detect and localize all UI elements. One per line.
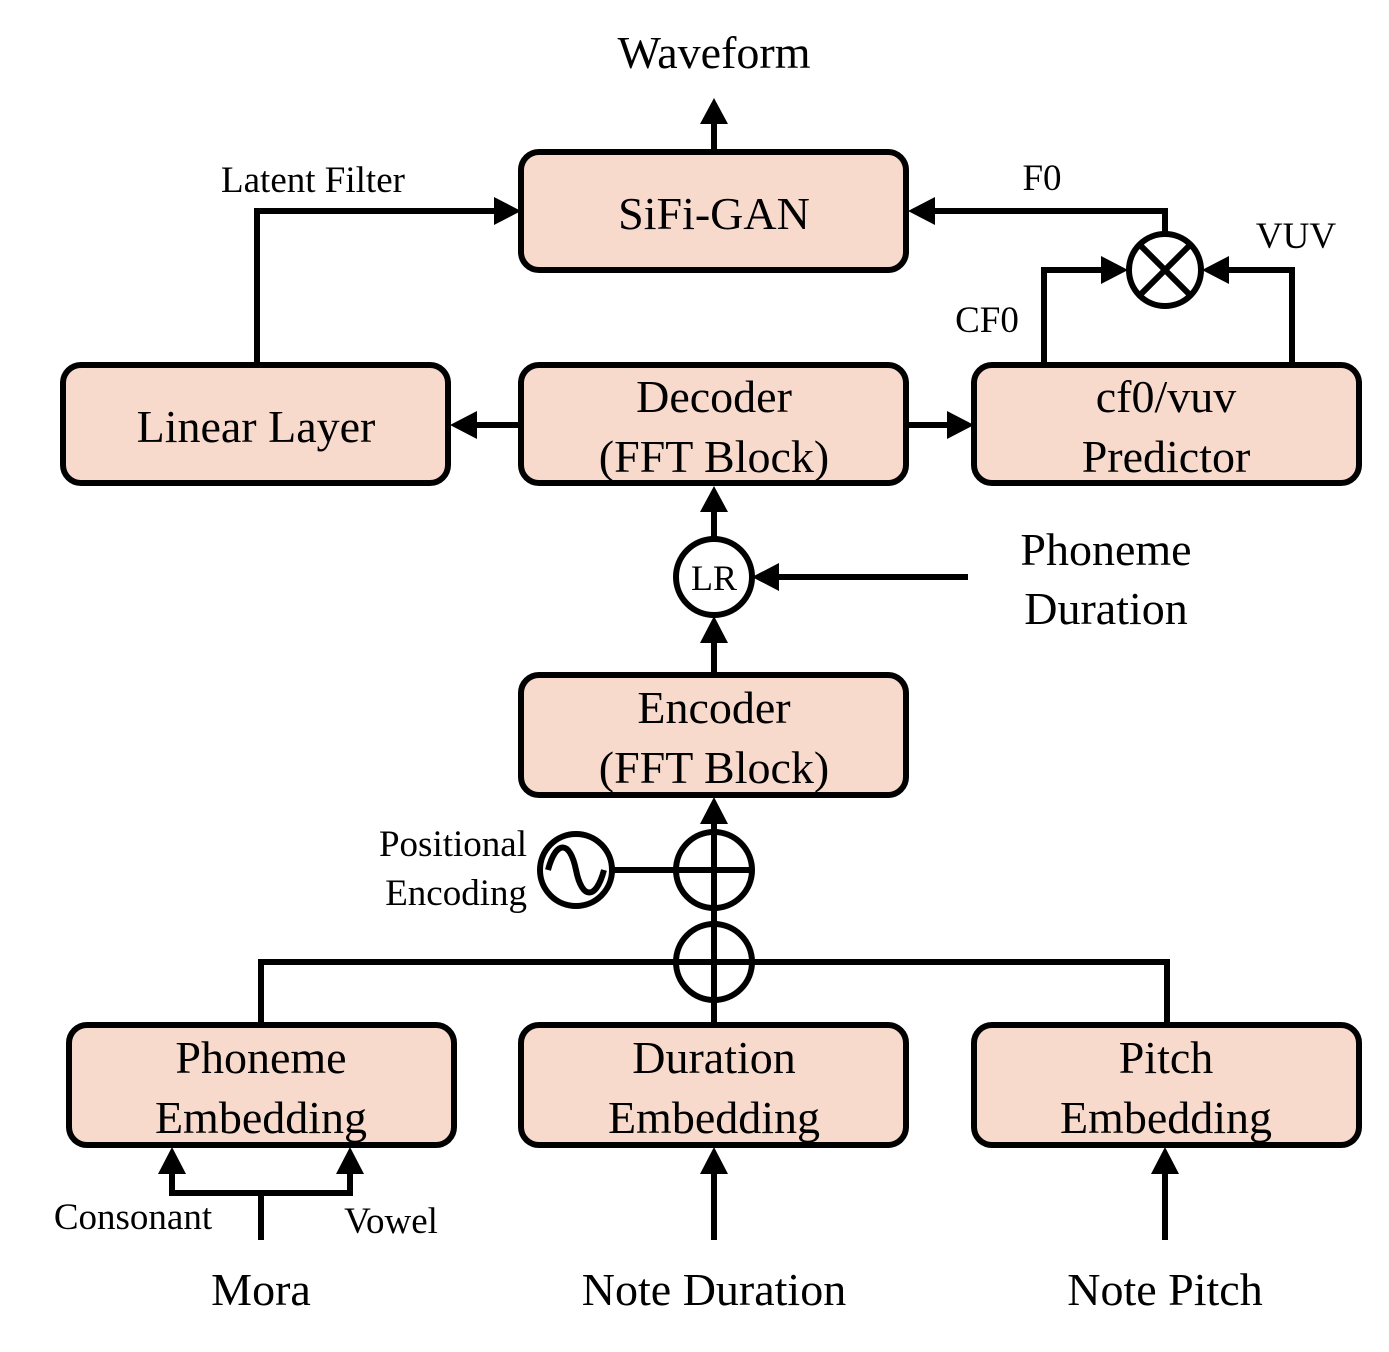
duration-embedding-label-line2: Embedding (608, 1092, 820, 1143)
sine-wave-icon (537, 831, 615, 909)
sifigan-label: SiFi-GAN (618, 188, 810, 239)
phoneme-embedding-block: Phoneme Embedding (66, 1022, 457, 1148)
arrowheads (158, 98, 1229, 1174)
encoder-label-line1: Encoder (637, 682, 790, 733)
duration-embedding-block: Duration Embedding (518, 1022, 909, 1148)
pitch-embedding-label-line2: Embedding (1060, 1092, 1272, 1143)
length-regulator-node: LR (673, 536, 755, 618)
mora-input-label: Mora (211, 1264, 311, 1315)
note-pitch-input-label: Note Pitch (1067, 1264, 1262, 1315)
arrowhead-lr-duration (752, 563, 779, 591)
length-regulator-label: LR (691, 558, 737, 598)
embedding-add-node (673, 921, 755, 1003)
predictor-label-line2: Predictor (1082, 431, 1251, 482)
waveform-output-label: Waveform (618, 27, 811, 78)
arrowhead-consonant (158, 1147, 186, 1174)
encoder-block: Encoder (FFT Block) (518, 672, 909, 798)
arrowhead-lr (700, 616, 728, 643)
phoneme-duration-label-line2: Duration (1024, 583, 1188, 634)
pitch-embedding-label-line1: Pitch (1119, 1032, 1214, 1083)
wire-vuv (1226, 267, 1295, 365)
positional-encoding-add-node (673, 829, 755, 911)
note-duration-input-label: Note Duration (582, 1264, 846, 1315)
vuv-label: VUV (1256, 216, 1336, 257)
wire-cf0 (1041, 267, 1104, 365)
arrowhead-linear-layer (450, 411, 477, 439)
phoneme-embedding-label-line1: Phoneme (175, 1032, 346, 1083)
arrowhead-cf0 (1101, 256, 1128, 284)
wire-latent-filter (254, 208, 497, 365)
arrowhead-predictor (947, 411, 974, 439)
cf0-label: CF0 (955, 300, 1019, 341)
wire-f0 (932, 208, 1168, 244)
positional-encoding-label-line2: Encoding (385, 873, 527, 914)
vowel-label: Vowel (344, 1201, 438, 1242)
linear-layer-block: Linear Layer (60, 362, 451, 486)
arrowhead-f0 (908, 197, 935, 225)
wire-phoneme-embedding-bus (258, 959, 676, 1025)
latent-filter-label: Latent Filter (221, 160, 405, 201)
predictor-block: cf0/vuv Predictor (971, 362, 1362, 486)
f0-label: F0 (1022, 158, 1061, 199)
pitch-embedding-block: Pitch Embedding (971, 1022, 1362, 1148)
arrowhead-decoder (700, 486, 728, 512)
sifigan-block: SiFi-GAN (518, 149, 909, 273)
decoder-block: Decoder (FFT Block) (518, 362, 909, 486)
arrowhead-duration-embedding (700, 1147, 728, 1174)
phoneme-duration-label-line1: Phoneme (1020, 524, 1191, 575)
wire-pitch-embedding-bus (752, 959, 1170, 1025)
connections (169, 122, 1295, 1240)
arrowhead-latent-filter (494, 197, 521, 225)
positional-encoding-label-line1: Positional (379, 824, 527, 865)
linear-layer-label: Linear Layer (137, 401, 376, 452)
predictor-label-line1: cf0/vuv (1096, 371, 1237, 422)
arrowhead-encoder (700, 797, 728, 824)
arrowhead-vowel (336, 1147, 364, 1174)
encoder-label-line2: (FFT Block) (599, 742, 829, 793)
consonant-label: Consonant (54, 1197, 213, 1238)
multiply-node (1126, 231, 1204, 309)
arrowhead-pitch-embedding (1151, 1147, 1179, 1174)
arrowhead-waveform (700, 98, 728, 124)
wire-mora-split (169, 1170, 353, 1196)
phoneme-embedding-label-line2: Embedding (155, 1092, 367, 1143)
duration-embedding-label-line1: Duration (632, 1032, 796, 1083)
arrowhead-vuv (1202, 256, 1229, 284)
decoder-label-line2: (FFT Block) (599, 431, 829, 482)
decoder-label-line1: Decoder (636, 371, 792, 422)
